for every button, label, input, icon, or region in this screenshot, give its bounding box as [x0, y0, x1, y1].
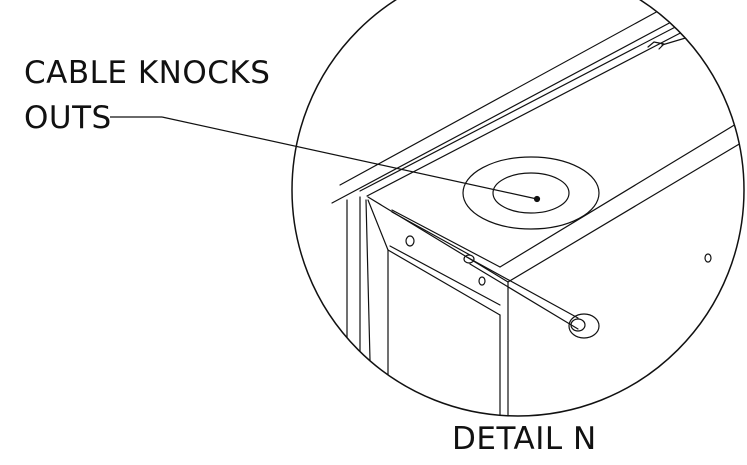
callout-leader: [110, 116, 538, 200]
mounting-holes: [405, 235, 712, 286]
rear-edge-lines: [331, 9, 744, 204]
callout-label-line1: CABLE KNOCKS: [24, 55, 271, 91]
callout-label-line2: OUTS: [24, 100, 112, 136]
detail-caption: DETAIL N: [452, 421, 597, 457]
detail-boundary-circle: [291, 0, 745, 417]
rod-bolt: [463, 254, 600, 339]
top-surface-edges: [367, 117, 744, 283]
cable-knockouts: [462, 156, 600, 230]
